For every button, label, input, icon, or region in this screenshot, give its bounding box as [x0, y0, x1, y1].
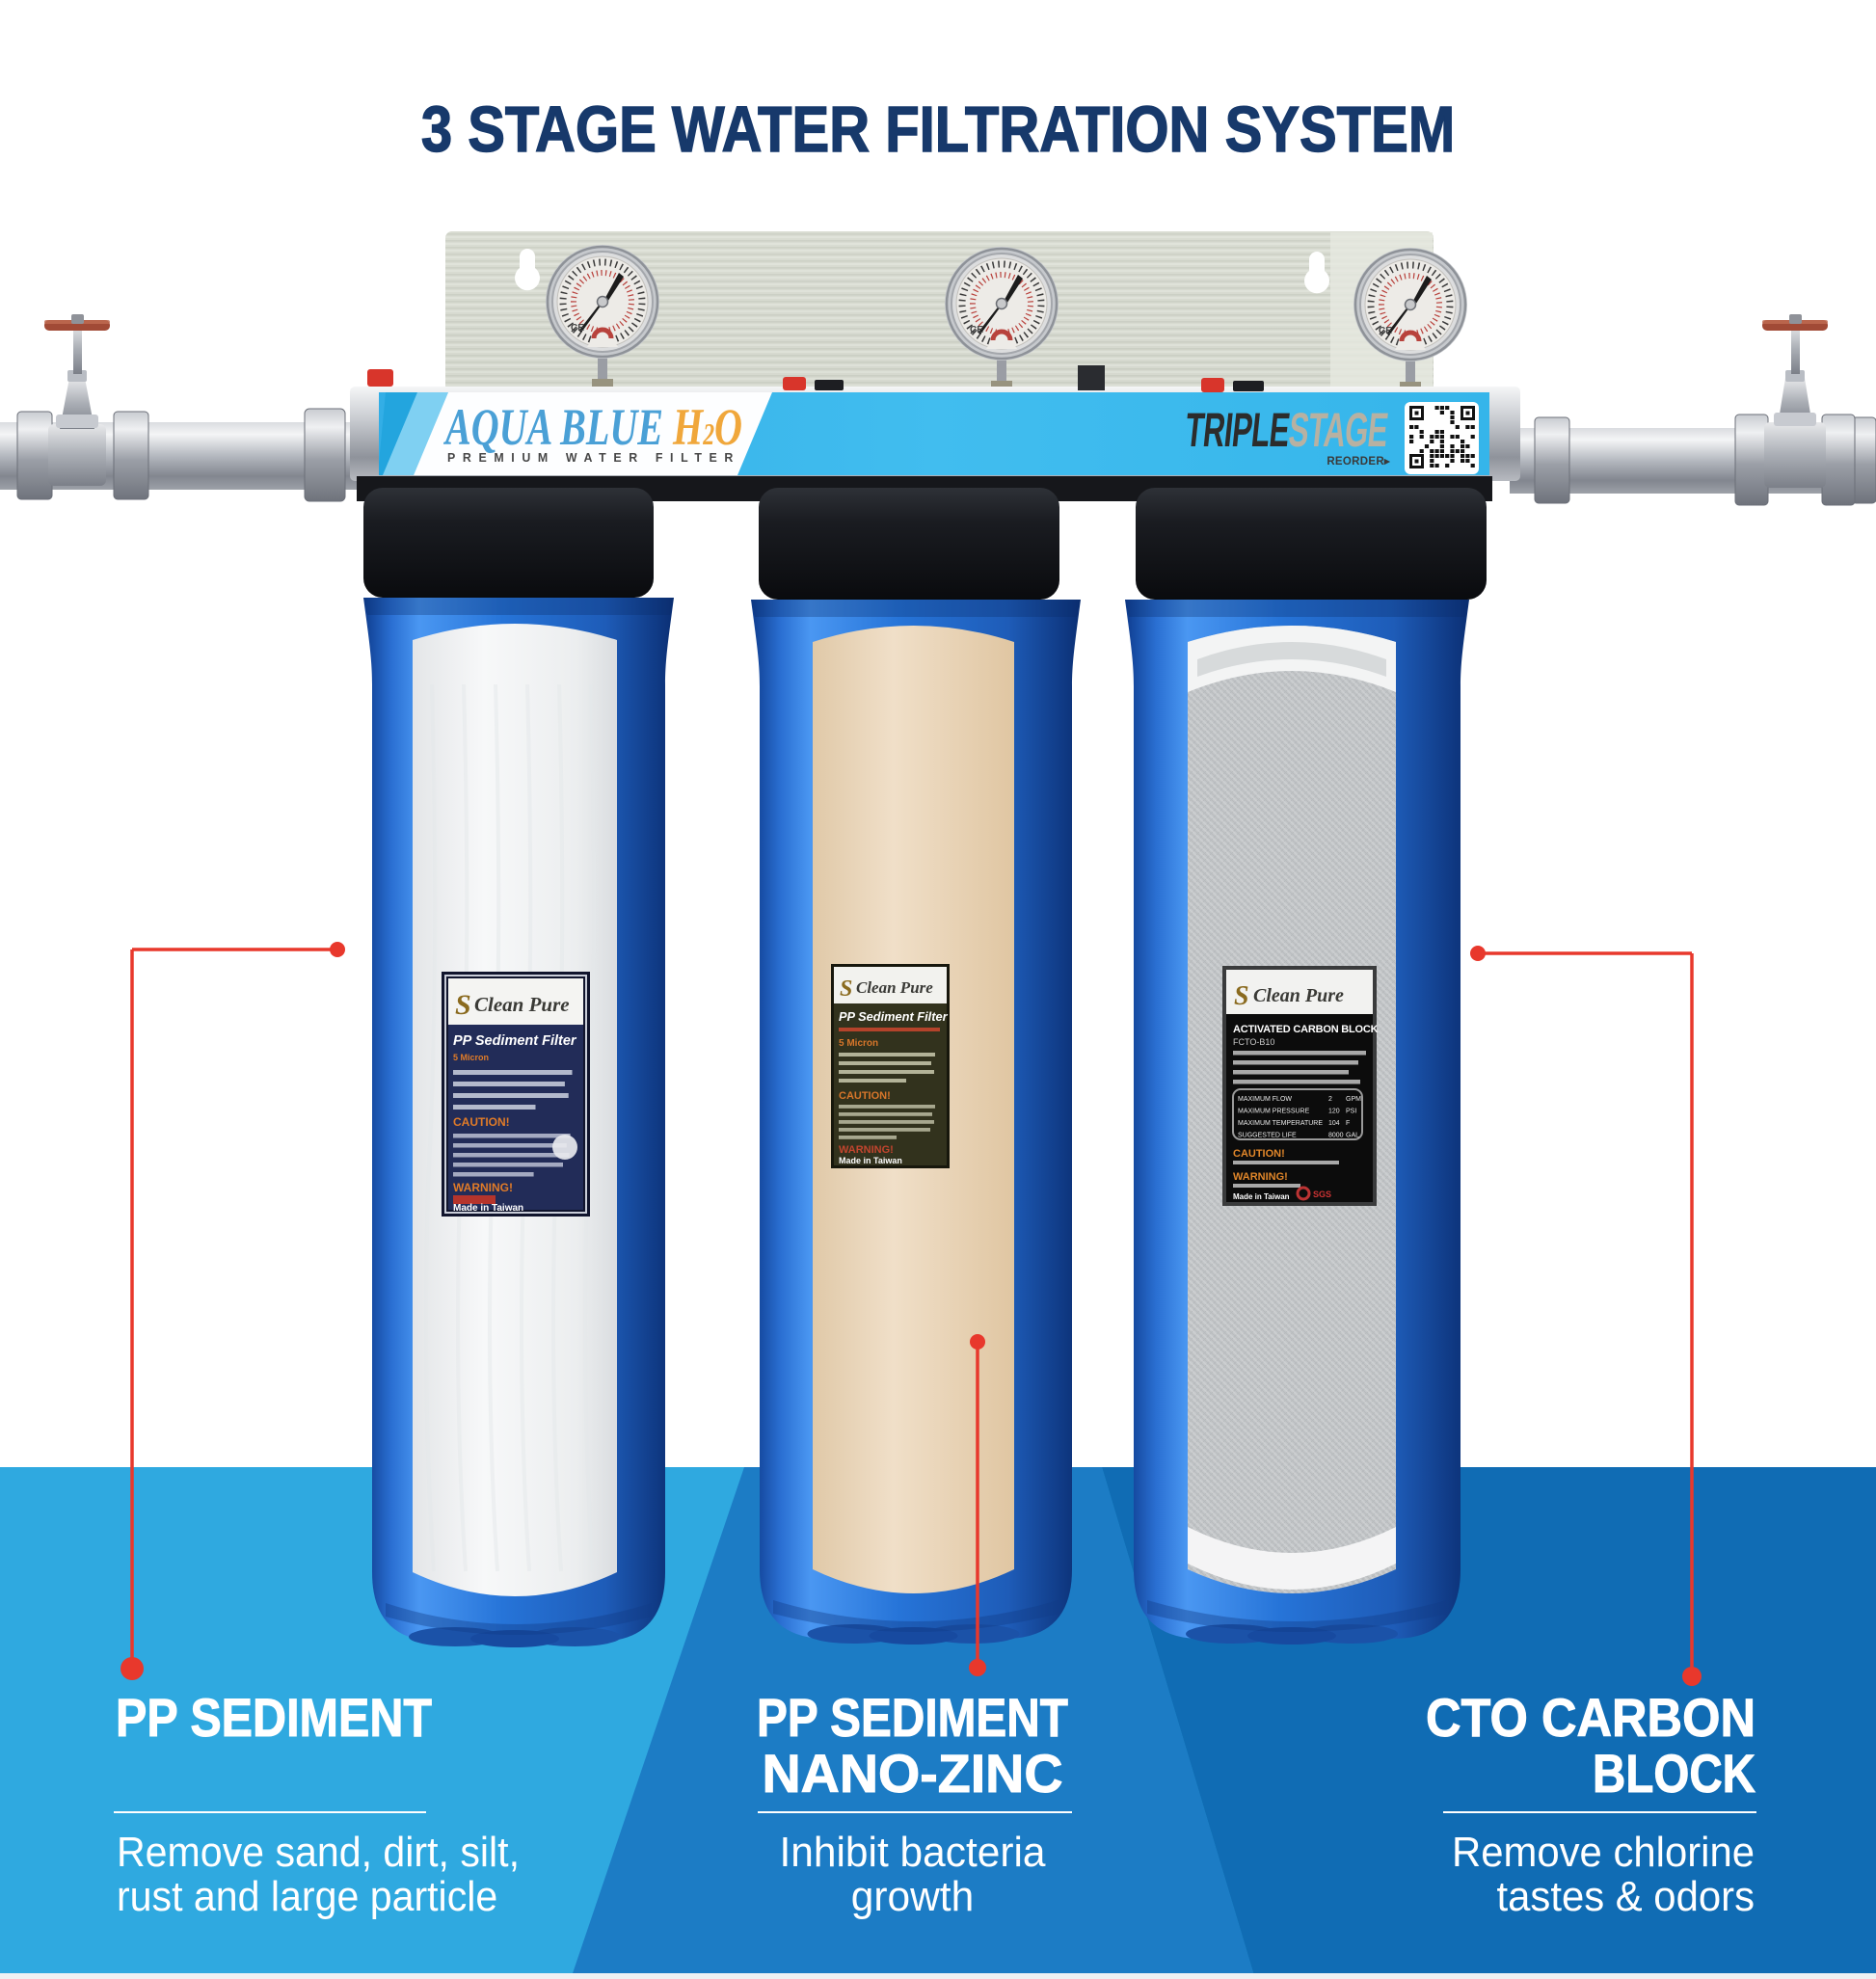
svg-text:Clean Pure: Clean Pure — [474, 993, 570, 1016]
svg-text:CE: CE — [970, 325, 983, 335]
svg-text:PP Sediment Filter: PP Sediment Filter — [839, 1009, 949, 1024]
svg-text:Clean Pure: Clean Pure — [856, 978, 933, 997]
svg-text:MAXIMUM TEMPERATURE: MAXIMUM TEMPERATURE — [1238, 1120, 1323, 1127]
svg-text:5 Micron: 5 Micron — [453, 1053, 489, 1062]
svg-text:CAUTION!: CAUTION! — [839, 1090, 891, 1102]
svg-text:S: S — [455, 989, 471, 1021]
svg-text:FCTO-B10: FCTO-B10 — [1233, 1037, 1274, 1047]
svg-text:S: S — [840, 976, 852, 1002]
svg-text:104: 104 — [1328, 1120, 1340, 1127]
svg-text:ACTIVATED CARBON BLOCK: ACTIVATED CARBON BLOCK — [1233, 1024, 1379, 1035]
svg-text:MAXIMUM PRESSURE: MAXIMUM PRESSURE — [1238, 1109, 1310, 1115]
svg-text:CAUTION!: CAUTION! — [1233, 1148, 1285, 1160]
svg-text:MAXIMUM FLOW: MAXIMUM FLOW — [1238, 1096, 1292, 1103]
svg-text:CE: CE — [571, 323, 584, 334]
svg-text:5 Micron: 5 Micron — [839, 1038, 878, 1049]
svg-text:F: F — [1346, 1120, 1350, 1127]
svg-text:WARNING!: WARNING! — [839, 1144, 894, 1156]
svg-text:2: 2 — [1328, 1096, 1332, 1103]
svg-text:Clean Pure: Clean Pure — [1253, 985, 1344, 1006]
svg-text:GAL: GAL — [1346, 1133, 1359, 1139]
svg-text:Made in Taiwan: Made in Taiwan — [839, 1156, 902, 1165]
svg-text:CE: CE — [1379, 326, 1392, 336]
svg-text:WARNING!: WARNING! — [1233, 1171, 1288, 1183]
svg-text:8000: 8000 — [1328, 1133, 1344, 1139]
svg-text:Made in Taiwan: Made in Taiwan — [453, 1203, 523, 1214]
svg-text:Made in Taiwan: Made in Taiwan — [1233, 1192, 1290, 1201]
svg-text:SUGGESTED LIFE: SUGGESTED LIFE — [1238, 1133, 1297, 1139]
svg-text:SGS: SGS — [1313, 1190, 1331, 1199]
svg-text:WARNING!: WARNING! — [453, 1181, 513, 1194]
svg-text:120: 120 — [1328, 1109, 1340, 1115]
svg-text:PSI: PSI — [1346, 1109, 1356, 1115]
svg-text:PP Sediment Filter: PP Sediment Filter — [453, 1033, 577, 1049]
svg-text:CAUTION!: CAUTION! — [453, 1115, 510, 1129]
svg-text:GPM: GPM — [1346, 1096, 1361, 1103]
svg-text:S: S — [1234, 981, 1249, 1011]
